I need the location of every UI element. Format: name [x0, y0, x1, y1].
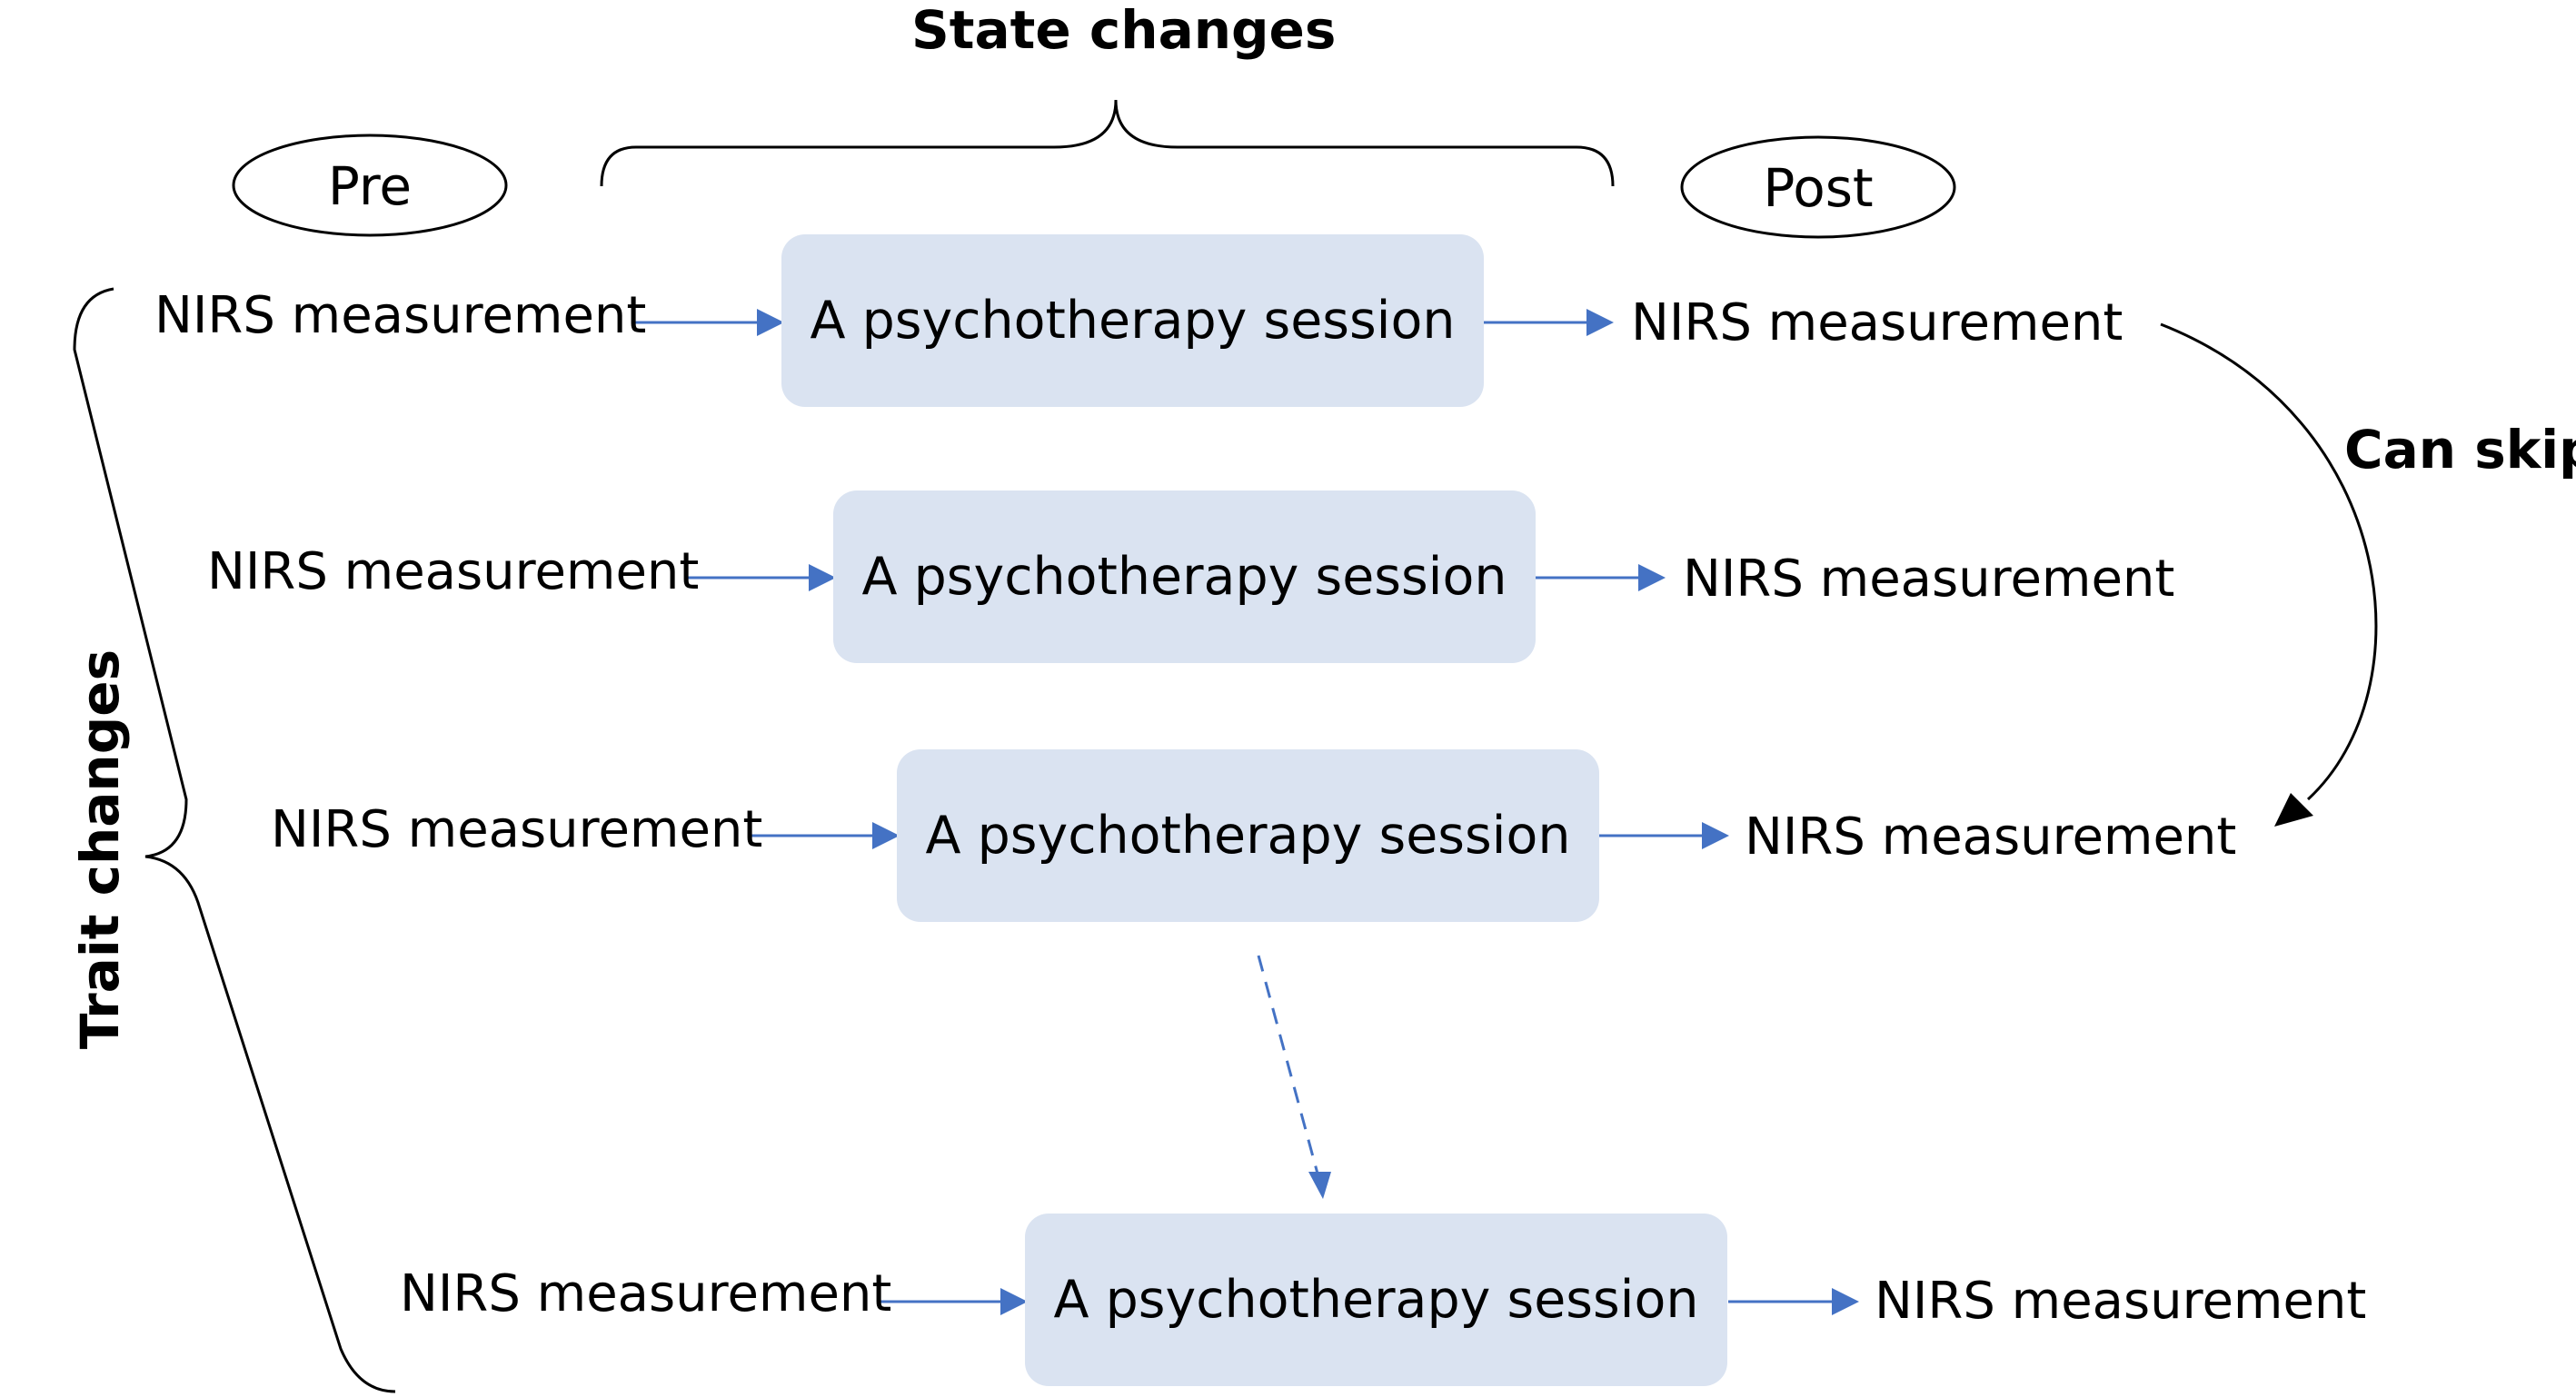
row1-post-measurement: NIRS measurement [1631, 293, 2123, 352]
row3-session-label: A psychotherapy session [925, 806, 1571, 866]
row3-post-measurement: NIRS measurement [1745, 807, 2237, 867]
row2-session-box: A psychotherapy session [833, 490, 1536, 663]
pre-oval [232, 134, 508, 237]
row2-pre-measurement: NIRS measurement [207, 542, 700, 601]
can-skip-arrow [2160, 322, 2378, 801]
row1-session-label: A psychotherapy session [810, 291, 1456, 351]
trait-changes-label: Trait changes [69, 649, 131, 1050]
pre-label: Pre [327, 155, 413, 217]
can-skip-arrowhead [2274, 793, 2313, 827]
row1-session-box: A psychotherapy session [781, 234, 1484, 407]
row3-pre-measurement: NIRS measurement [271, 800, 763, 859]
continuation-dashed-arrow [1257, 955, 1319, 1174]
state-changes-label: State changes [911, 0, 1337, 61]
state-changes-brace [600, 99, 1615, 187]
row2-session-label: A psychotherapy session [861, 547, 1507, 607]
row4-session-box: A psychotherapy session [1025, 1214, 1727, 1386]
trait-changes-brace [73, 287, 396, 1393]
row2-post-measurement: NIRS measurement [1683, 550, 2175, 609]
row4-session-label: A psychotherapy session [1053, 1270, 1699, 1330]
row3-session-box: A psychotherapy session [897, 749, 1599, 922]
post-oval [1680, 135, 1956, 239]
continuation-dashed-arrowhead [1308, 1172, 1331, 1199]
can-skip-label: Can skip [2344, 419, 2576, 481]
row1-pre-measurement: NIRS measurement [154, 286, 647, 345]
row4-pre-measurement: NIRS measurement [400, 1264, 892, 1323]
row4-post-measurement: NIRS measurement [1875, 1272, 2367, 1331]
post-label: Post [1763, 157, 1874, 219]
